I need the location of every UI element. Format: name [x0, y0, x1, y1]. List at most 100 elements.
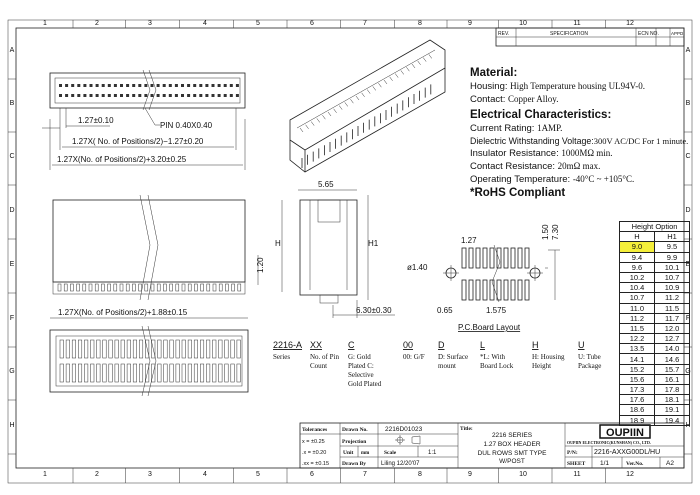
table-cell: 17.3 [619, 383, 655, 396]
sheet-label: SHEET [567, 461, 586, 467]
table-cell: 18.9 [619, 414, 655, 426]
table-cell: 9.9 [654, 251, 690, 263]
spec-value: 20mΩ max. [557, 161, 601, 171]
pcb-150-dim: 1.50 [541, 224, 550, 240]
specifications: Material: Housing: High Temperature hous… [470, 66, 695, 200]
part-code-description: 00: G/F [403, 353, 425, 361]
column-label: 8 [418, 471, 422, 478]
pcb-padlen-dim: 1.575 [486, 306, 507, 315]
table-cell: 9.6 [619, 261, 655, 273]
column-label: 4 [203, 20, 207, 27]
part-code-description: Series [273, 353, 290, 361]
projection-symbol-icon [395, 435, 421, 445]
column-label: 3 [148, 20, 152, 27]
logo-text: OUPIIN [606, 427, 644, 439]
unit-value: mm [361, 451, 370, 456]
column-label: 11 [573, 20, 580, 27]
column-header: H1 [654, 231, 690, 243]
column-label: 6 [310, 471, 314, 478]
appd-header: APPD. [671, 31, 685, 36]
table-cell: 12.2 [619, 333, 655, 345]
part-number: 2216-AXXG00DL/HU [594, 449, 660, 456]
row-span-dim: 1.27X( No. of Positions/2)−1.27±0.20 [72, 137, 204, 146]
column-label: 2 [95, 20, 99, 27]
drawn-by-label: Drawn By [342, 461, 366, 467]
part-code-segment: XX [310, 340, 322, 350]
part-code-segment: 00 [403, 340, 413, 350]
h-dim: H [275, 239, 281, 248]
table-cell: 10.9 [654, 282, 690, 294]
spec-header: SPECIFICATION [550, 31, 588, 37]
table-cell: 18.1 [654, 394, 690, 406]
part-code-segment: H [532, 340, 539, 350]
material-heading: Material: [470, 67, 518, 79]
spec-value: 1000MΩ min. [561, 148, 613, 158]
table-cell: 11.7 [654, 312, 690, 324]
table-cell: 12.7 [654, 333, 690, 345]
foot-dim: 1.20 [256, 257, 265, 273]
title-line: 1.27 BOX HEADER [483, 441, 540, 448]
pitch-dim: 1.27±0.10 [78, 116, 114, 125]
column-label: 12 [626, 471, 634, 478]
column-label: 9 [468, 20, 472, 27]
pcb-pitch-dim: 1.27 [461, 236, 477, 245]
pcb-730-dim: 7.30 [551, 224, 560, 240]
ver-value: A2 [666, 460, 674, 467]
row-label: H [9, 422, 14, 429]
spec-label: Operating Temperature: [470, 174, 571, 185]
spec-label: Current Rating: [470, 123, 535, 134]
title-block: Tolerances x = ±0.25 .x = ±0.20 .xx = ±0… [299, 422, 685, 469]
bottom-view: 1.27X(No. of Positions/2)+1.88±0.15 [49, 308, 249, 397]
sheet-value: 1/1 [600, 460, 609, 467]
table-cell: 17.6 [619, 394, 655, 406]
spec-value: 300V AC/DC For 1 minute. [593, 136, 689, 146]
column-label: 11 [573, 471, 580, 478]
h1-dim: H1 [368, 239, 379, 248]
table-cell: 19.1 [654, 404, 690, 416]
tolerance-x: x = ±0.25 [302, 439, 325, 445]
table-title: Height Option [619, 220, 690, 233]
pcb-hole-dim: ø1.40 [407, 263, 428, 272]
table-cell: 14.0 [654, 343, 690, 355]
table-cell: 15.6 [619, 373, 655, 386]
pcb-title: P.C.Board Layout [458, 323, 521, 332]
front-view: 1.20 [52, 194, 265, 301]
pn-label: P/N: [567, 450, 578, 456]
title-line: DUL ROWS SMT TYPE [478, 450, 548, 457]
depth-dim: 6.30±0.30 [356, 306, 392, 315]
table-cell: 15.7 [654, 363, 690, 375]
drawn-no: 2216D01023 [385, 426, 423, 433]
title-line: W/POST [499, 458, 525, 465]
rev-header: REV. [498, 31, 509, 37]
column-label: 10 [519, 471, 527, 478]
top-view: 1.27±0.10 PIN 0.40X0.40 1.27X( No. of Po… [42, 69, 246, 170]
row-label: F [10, 315, 14, 322]
row-label: G [9, 368, 14, 375]
column-label: 1 [43, 20, 47, 27]
bottom-overall-dim: 1.27X(No. of Positions/2)+1.88±0.15 [58, 308, 188, 317]
title-label: Title: [460, 426, 473, 432]
column-header: H [619, 231, 655, 243]
spec-label: Housing: [470, 81, 508, 92]
table-cell: 10.7 [654, 271, 690, 284]
table-cell: 10.4 [619, 282, 655, 294]
drawn-no-label: Drawn No. [342, 427, 368, 433]
row-label: H [685, 422, 690, 429]
table-cell: 9.4 [619, 251, 655, 263]
tolerances-label: Tolerances [302, 427, 327, 433]
isometric-view [289, 39, 446, 173]
